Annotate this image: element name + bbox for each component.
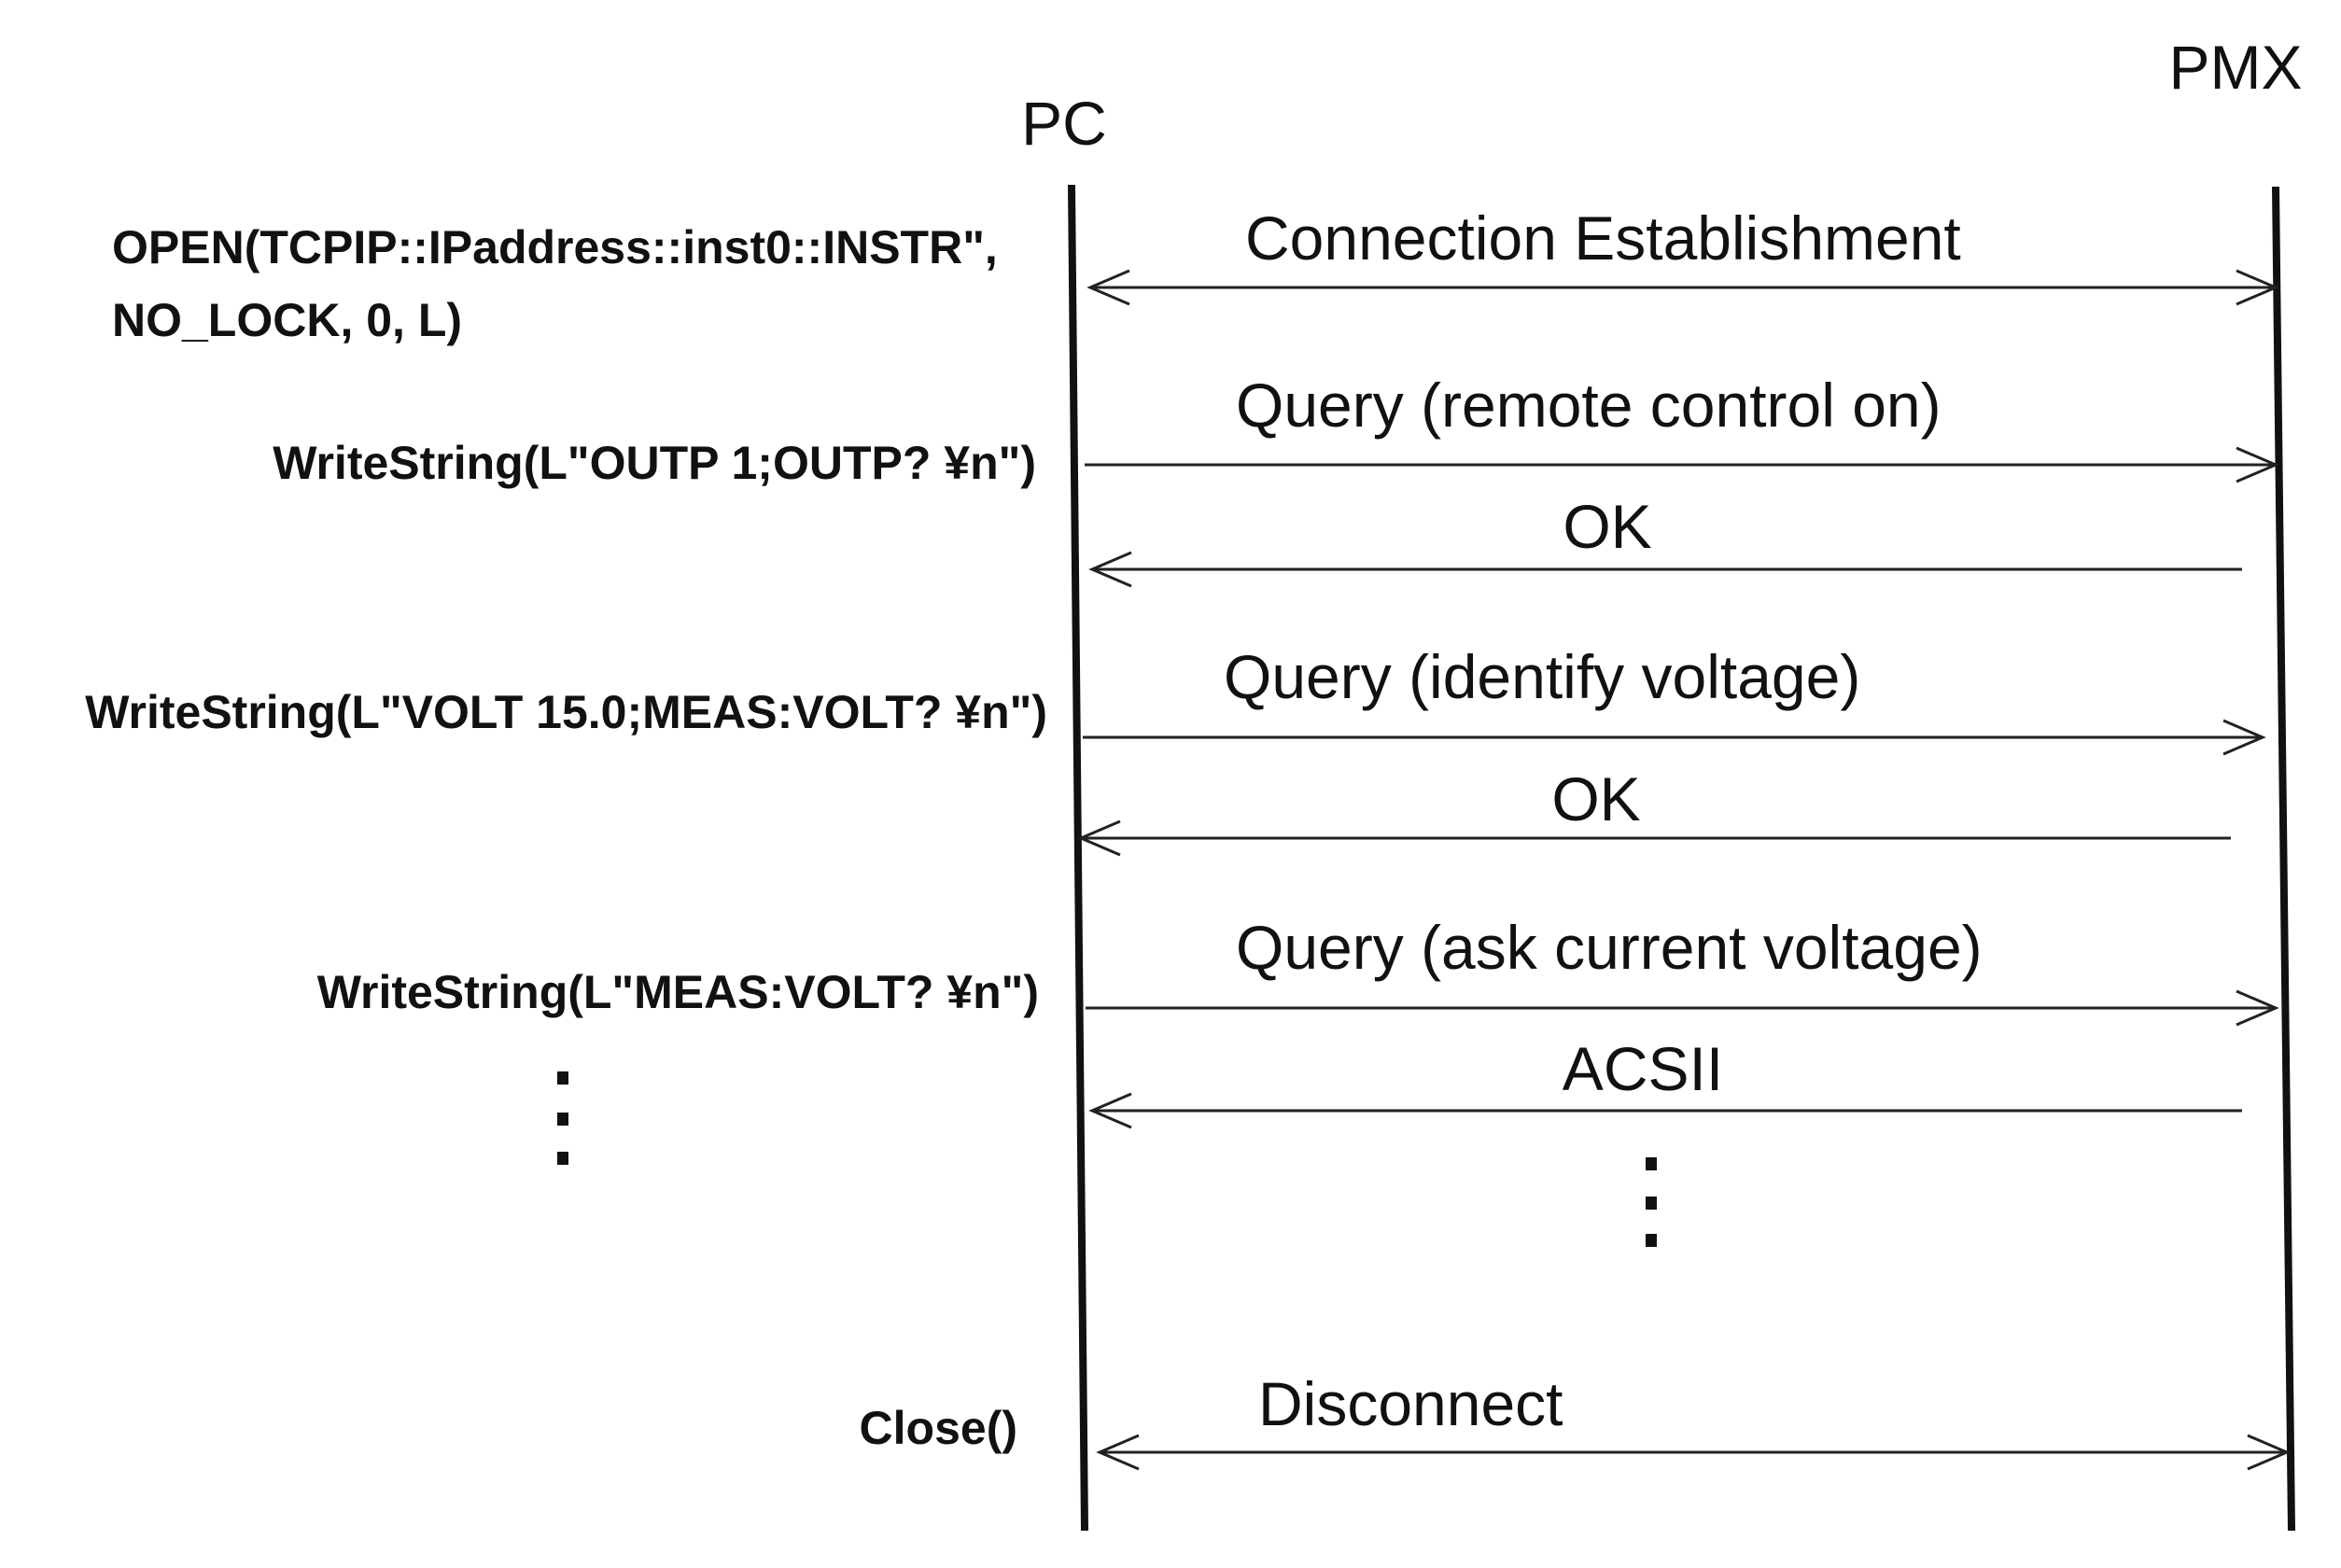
message-label: ACSII [1563, 1034, 1723, 1103]
message-disconnect: Disconnect [1096, 1369, 2291, 1471]
pc-lifeline-title: PC [1021, 89, 1107, 158]
message-label: OK [1551, 764, 1640, 833]
message-label: Query (remote control on) [1236, 371, 1941, 440]
message-label: Query (ask current voltage) [1236, 913, 1983, 982]
message-label: Connection Establishment [1245, 203, 1961, 273]
message-query-ask-current-voltage: Query (ask current voltage) [1086, 913, 2279, 1027]
message-ascii: ACSII [1088, 1034, 2242, 1129]
message-label: Query (identify voltage) [1224, 642, 1860, 711]
open-call-label-line1: OPEN(TCPIP::IPaddress::inst0::INSTR", [112, 221, 998, 273]
message-query-remote-control: Query (remote control on) [1085, 371, 2279, 483]
message-label: Disconnect [1258, 1369, 1563, 1438]
message-ok-2: OK [1077, 764, 2231, 857]
message-label: OK [1563, 492, 1651, 561]
message-query-identify-voltage: Query (identify voltage) [1083, 642, 2266, 756]
pmx-lifeline [2272, 186, 2295, 1532]
message-connection-establishment: Connection Establishment [1086, 203, 2279, 306]
right-ellipsis [1646, 1157, 1657, 1247]
left-ellipsis [557, 1071, 568, 1165]
write-meas-call-label: WriteString(L"MEAS:VOLT? ¥n") [317, 966, 1039, 1018]
write-volt-call-label: WriteString(L"VOLT 15.0;MEAS:VOLT? ¥n") [85, 686, 1047, 738]
open-call-label-line2: NO_LOCK, 0, L) [112, 294, 462, 346]
write-outp-call-label: WriteString(L"OUTP 1;OUTP? ¥n") [273, 437, 1036, 489]
pmx-lifeline-title: PMX [2168, 33, 2302, 102]
close-call-label: Close() [860, 1402, 1017, 1454]
pc-lifeline [1068, 184, 1088, 1532]
message-ok-1: OK [1088, 492, 2242, 588]
